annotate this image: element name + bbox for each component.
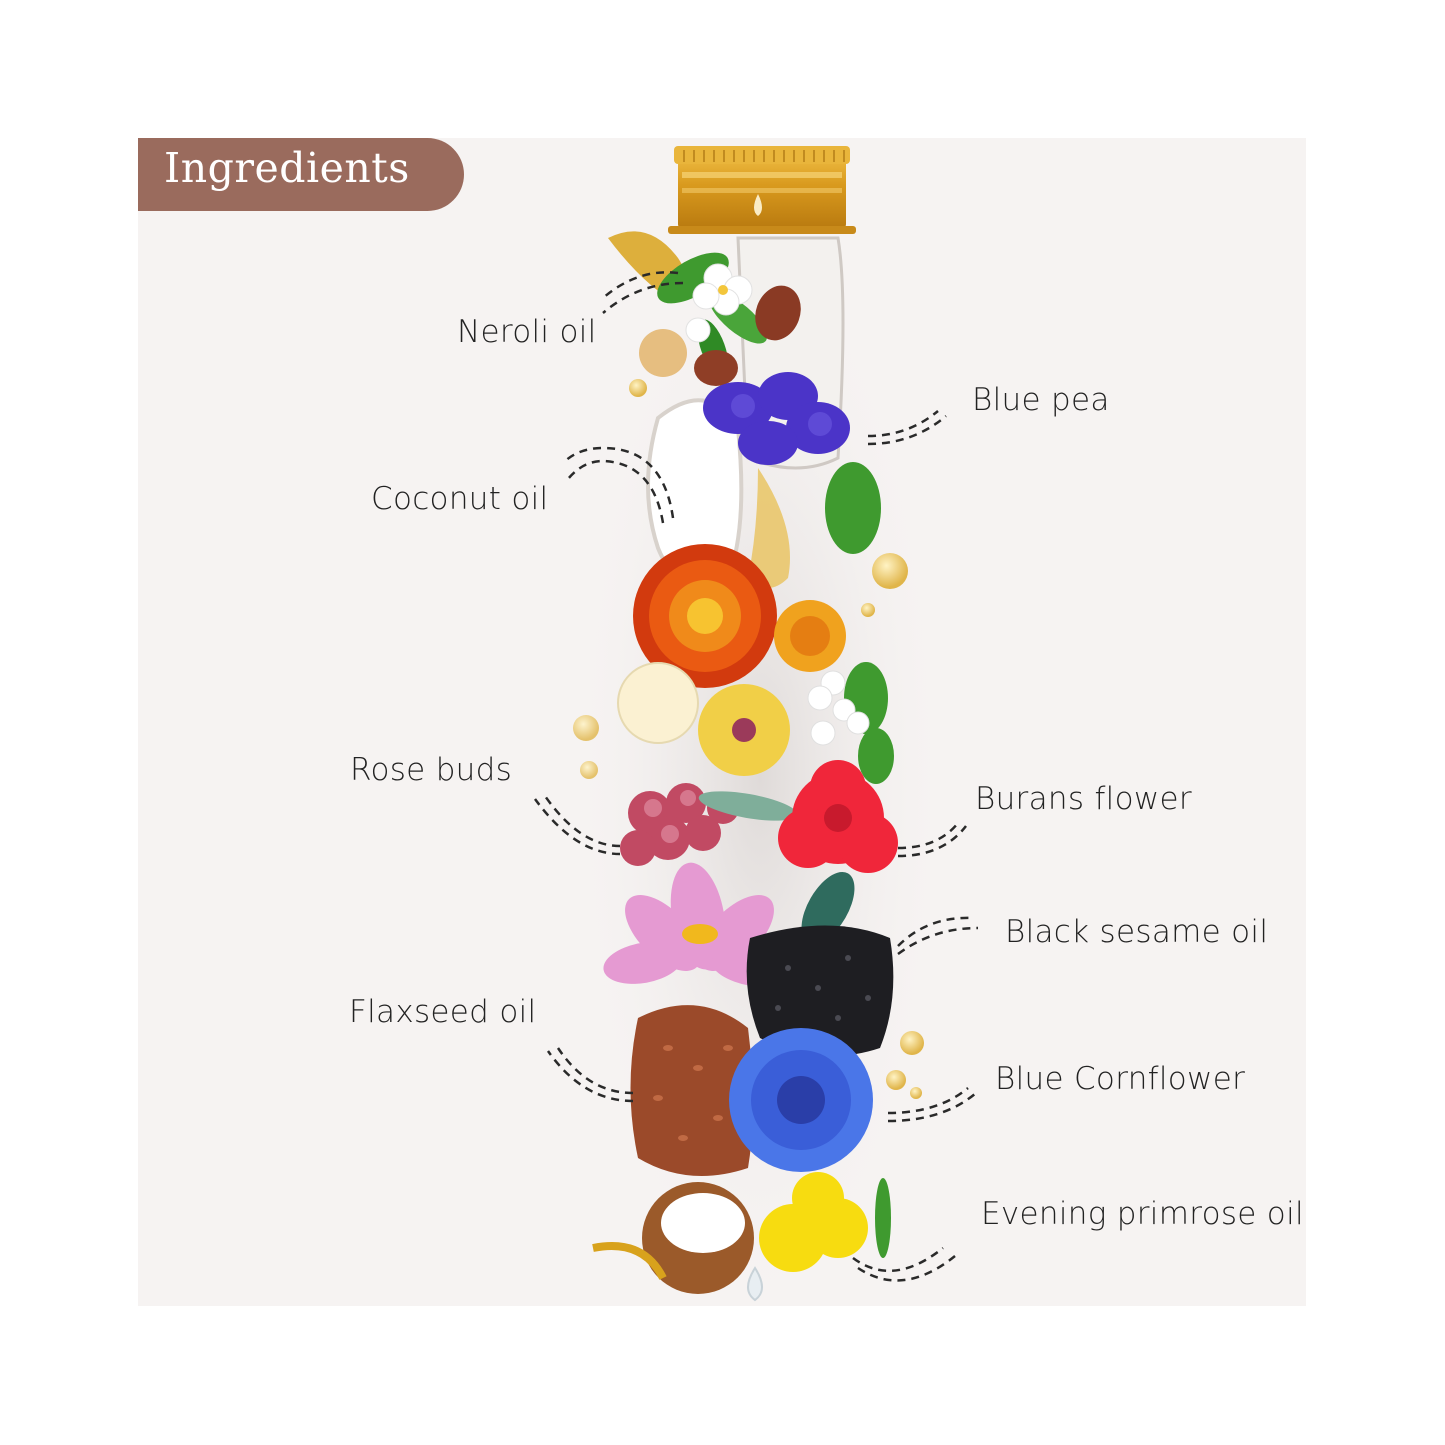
label-burans-flower: Burans flower (975, 781, 1192, 817)
label-rose-buds: Rose buds (350, 752, 513, 788)
label-blue-cornflower: Blue Cornflower (995, 1061, 1246, 1097)
label-flaxseed-oil: Flaxseed oil (349, 994, 537, 1030)
page-title: Ingredients (164, 144, 410, 192)
ingredients-header: Ingredients (138, 138, 464, 211)
label-black-sesame-oil: Black sesame oil (1005, 914, 1269, 950)
bottle-of-botanicals-illustration (533, 146, 979, 1306)
label-neroli-oil: Neroli oil (457, 314, 597, 350)
ingredients-panel: Ingredients Neroli oil Blue pea Coconut … (138, 138, 1306, 1306)
gold-screw-cap-icon (668, 146, 856, 234)
label-evening-primrose-oil: Evening primrose oil (981, 1196, 1304, 1232)
label-coconut-oil: Coconut oil (371, 481, 549, 517)
label-blue-pea: Blue pea (972, 382, 1110, 418)
